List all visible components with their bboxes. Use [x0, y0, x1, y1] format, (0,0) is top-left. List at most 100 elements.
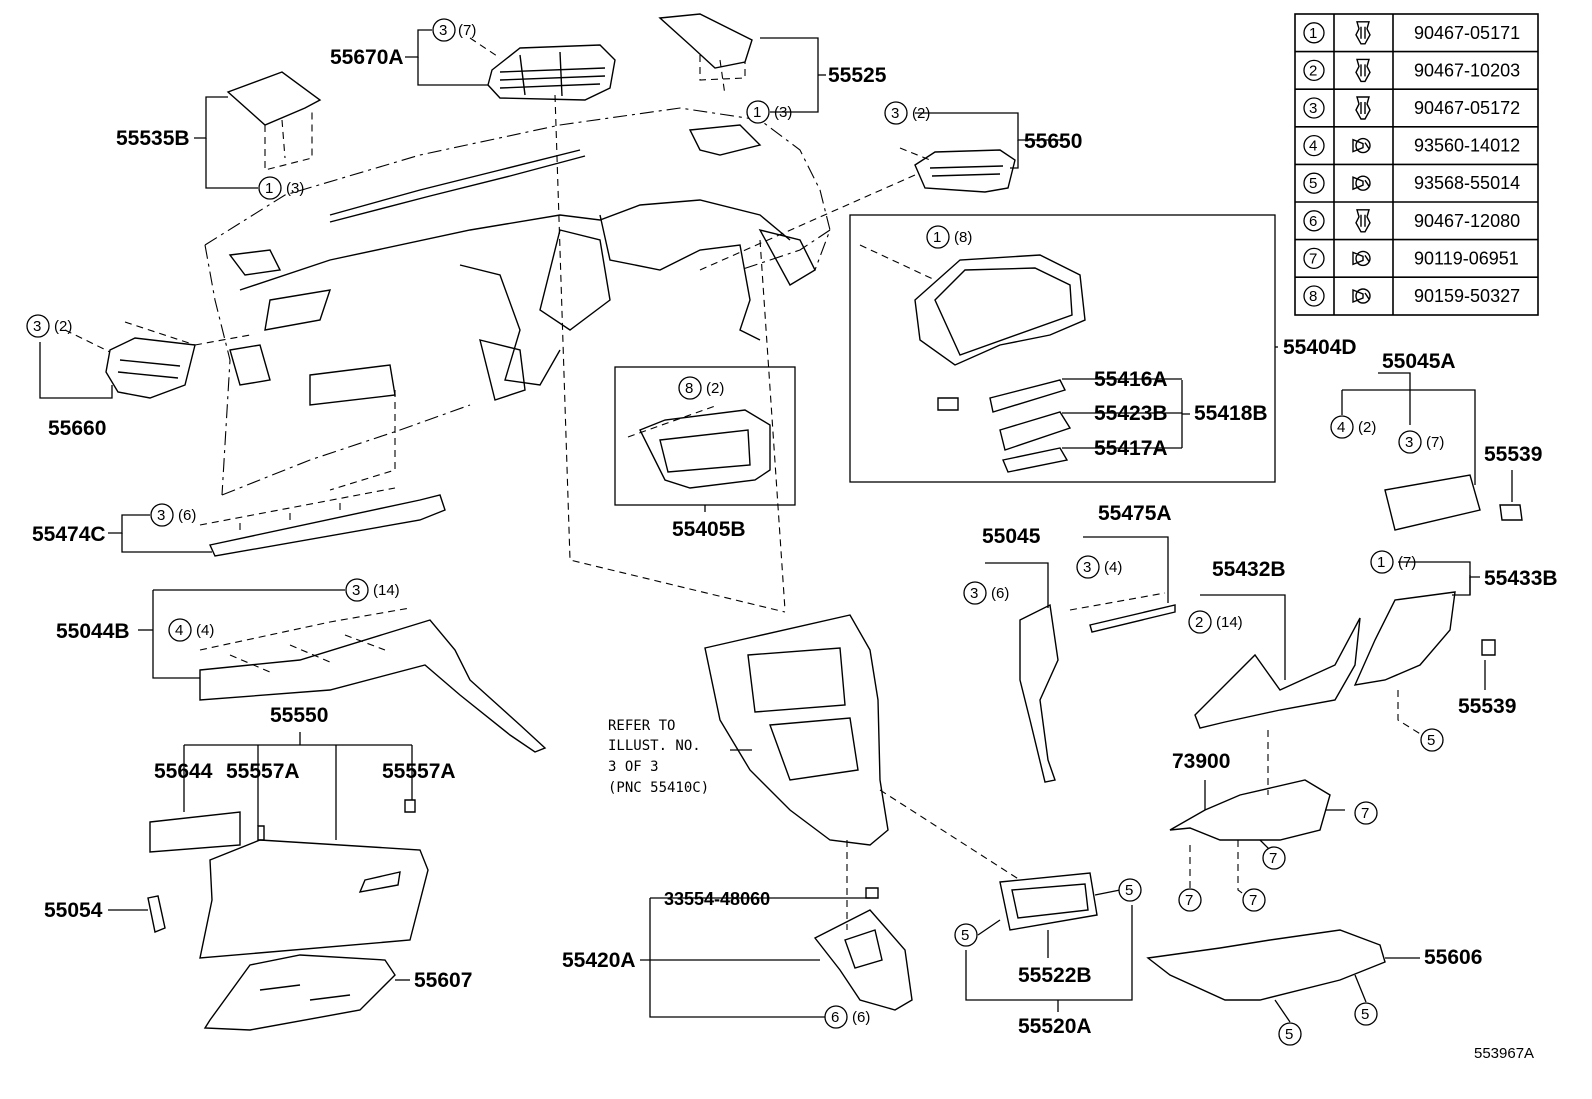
callout-55660: 3 (2) — [26, 314, 72, 338]
svg-text:3: 3 — [1083, 559, 1091, 576]
callout-7-a: 7 — [1354, 801, 1378, 825]
label-55670A: 55670A — [330, 46, 404, 69]
label-55650: 55650 — [1024, 130, 1082, 153]
label-33554-48060: 33554-48060 — [664, 889, 770, 909]
svg-text:1: 1 — [1377, 554, 1385, 571]
leader-dashed-55433B-5 — [1397, 690, 1423, 736]
label-55045: 55045 — [982, 525, 1041, 548]
svg-text:(6): (6) — [178, 507, 196, 524]
part-55433B-panel — [1353, 591, 1496, 686]
label-55557A-right: 55557A — [382, 760, 456, 783]
part-55420A-shift-panel — [813, 887, 913, 1011]
label-55475A: 55475A — [1098, 502, 1172, 525]
fastener-part-number: 90467-10203 — [1414, 60, 1520, 80]
callout-55044B-b: 4 (4) — [168, 618, 214, 642]
callout-55535B: 1 (3) — [258, 176, 304, 200]
label-55474C: 55474C — [32, 523, 106, 546]
fastener-number: 1 — [1309, 25, 1317, 42]
fastener-number-badge — [1303, 59, 1325, 82]
callout-55045A-a: 4 (2) — [1330, 415, 1376, 439]
leader-lines — [39, 29, 1513, 1018]
clip-icon — [1355, 209, 1371, 233]
fastener-part-number: 90467-05171 — [1414, 23, 1520, 43]
svg-text:(2): (2) — [706, 380, 724, 397]
part-55404D-meter-hood — [849, 214, 1276, 483]
svg-text:(8): (8) — [954, 229, 972, 246]
callout-5-55522B-right: 5 — [1118, 878, 1142, 902]
fastener-number-badge — [1303, 172, 1325, 194]
svg-text:4: 4 — [175, 622, 183, 639]
fastener-row: 1 90467-05171 — [1303, 21, 1520, 45]
svg-text:(6): (6) — [852, 1009, 870, 1026]
note-line-1: REFER TO — [608, 718, 675, 734]
reference-note: REFER TO ILLUST. NO. 3 OF 3 (PNC 55410C) — [608, 718, 752, 796]
label-55557A-left: 55557A — [226, 760, 300, 783]
label-55404D: 55404D — [1283, 336, 1357, 359]
part-55522B-switch — [999, 872, 1098, 931]
fastener-number: 4 — [1309, 138, 1317, 155]
part-55650-side-vent — [699, 147, 1016, 271]
svg-text:(4): (4) — [1104, 559, 1122, 576]
svg-text:1: 1 — [933, 229, 941, 246]
callout-55433B: 1 (7) — [1370, 550, 1416, 574]
fastener-part-number: 93568-55014 — [1414, 173, 1520, 193]
clip-icon — [1355, 58, 1371, 83]
fastener-part-number: 93560-14012 — [1414, 136, 1520, 156]
svg-text:2: 2 — [1195, 614, 1203, 631]
leader-dashed-console-b — [759, 239, 786, 611]
part-55045A-panel — [1384, 474, 1523, 531]
part-55432B-lower-panel — [1194, 617, 1361, 729]
fastener-number: 7 — [1309, 250, 1317, 267]
part-55606-lower-cover — [1146, 929, 1386, 1001]
fastener-row: 4 93560-14012 — [1295, 126, 1538, 157]
svg-text:7: 7 — [1269, 850, 1277, 867]
part-55525-panel — [658, 13, 753, 96]
callout-5-55606-a: 5 — [1278, 1022, 1302, 1046]
fastener-number-badge — [1303, 210, 1325, 232]
label-55416A: 55416A — [1094, 368, 1168, 391]
callout-7-d: 7 — [1242, 888, 1266, 912]
part-55474C-strip — [199, 487, 446, 557]
callout-55045: 3 (6) — [963, 581, 1009, 605]
svg-text:5: 5 — [961, 927, 969, 944]
label-55606: 55606 — [1424, 946, 1482, 969]
svg-text:3: 3 — [33, 318, 41, 335]
svg-text:3: 3 — [970, 585, 978, 602]
part-55045-side-panel — [1019, 603, 1059, 783]
screw-icon — [1352, 137, 1371, 154]
svg-text:(7): (7) — [1426, 434, 1444, 451]
fastener-part-number: 90467-12080 — [1414, 211, 1520, 231]
fastener-number-badge — [1303, 134, 1325, 157]
svg-text:7: 7 — [1361, 805, 1369, 822]
part-55550-glove-box — [149, 799, 429, 959]
note-line-2: ILLUST. NO. — [608, 738, 701, 754]
svg-text:3: 3 — [891, 105, 899, 122]
part-55054-damper — [147, 895, 166, 933]
callout-55525: 1 (3) — [746, 100, 792, 124]
part-55660-side-vent — [64, 321, 251, 399]
svg-text:7: 7 — [1249, 892, 1257, 909]
callout-7-b: 7 — [1262, 846, 1286, 870]
callout-55432B: 2 (14) — [1188, 610, 1243, 634]
svg-text:3: 3 — [439, 22, 447, 39]
label-55418B: 55418B — [1194, 402, 1268, 425]
part-73900-bracket — [1169, 779, 1331, 841]
screw-icon — [1352, 288, 1371, 304]
label-55607: 55607 — [414, 969, 472, 992]
clip-icon — [1355, 96, 1371, 120]
fastener-number: 6 — [1309, 213, 1317, 230]
svg-text:6: 6 — [831, 1009, 839, 1026]
clip-icon — [1355, 21, 1371, 45]
svg-text:5: 5 — [1125, 882, 1133, 899]
svg-text:7: 7 — [1185, 892, 1193, 909]
svg-text:(2): (2) — [1358, 419, 1376, 436]
fastener-number-badge — [1303, 285, 1325, 307]
instrument-panel-drawing — [204, 107, 831, 496]
svg-text:(3): (3) — [286, 180, 304, 197]
part-55607-bracket — [203, 954, 396, 1031]
svg-text:1: 1 — [753, 104, 761, 121]
